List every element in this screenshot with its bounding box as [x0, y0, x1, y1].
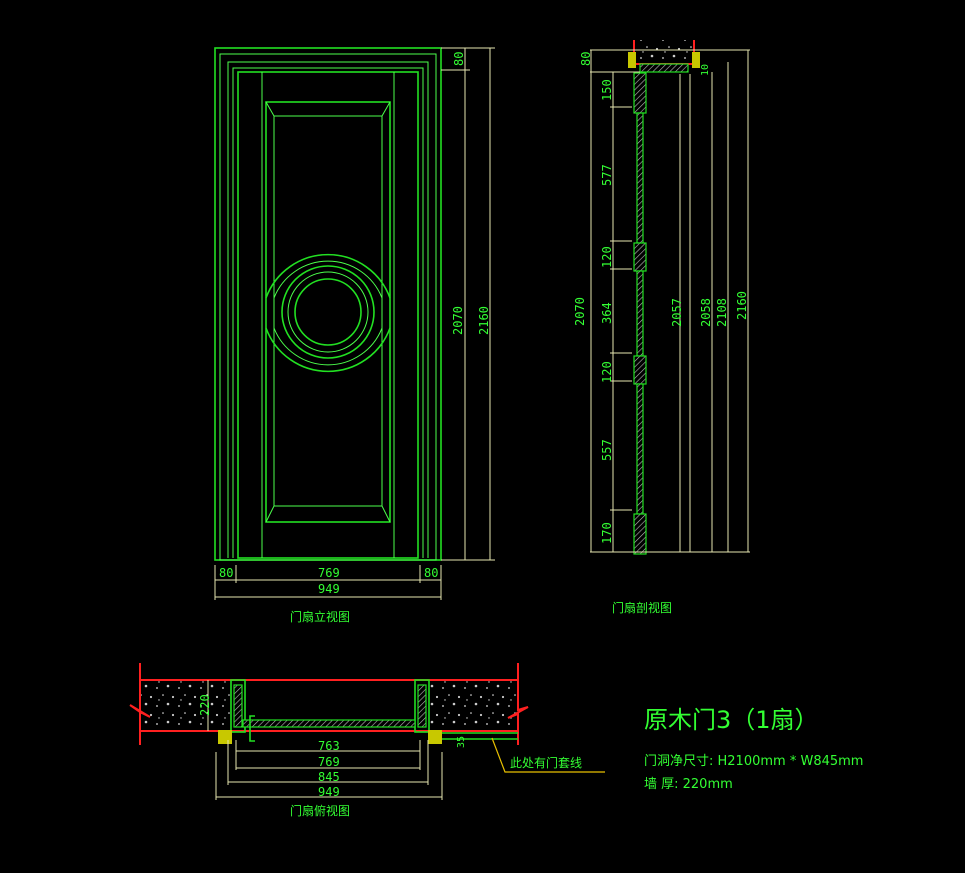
sec-dim-seg5: 120 [600, 361, 614, 383]
sec-dim-2108: 2108 [715, 298, 729, 327]
door-plan: 35 220 763 769 845 949 此处有门套线 门扇俯视图 [129, 663, 605, 818]
plan-dim-845: 845 [318, 770, 340, 784]
dim-top-frame: 80 [452, 52, 466, 66]
door-panel [265, 101, 391, 523]
opening-size: 门洞净尺寸: H2100mm * W845mm [644, 754, 863, 769]
sec-dim-seg7: 170 [600, 522, 614, 544]
sec-dim-seg1: 150 [600, 79, 614, 101]
dim-leaf-height: 2070 [451, 306, 465, 335]
sec-dim-leaf: 2070 [573, 297, 587, 326]
title-block: 原木门3（1扇） 门洞净尺寸: H2100mm * W845mm 墙 厚: 22… [644, 706, 863, 792]
sec-dim-2057: 2057 [670, 298, 684, 327]
plan-note: 此处有门套线 [510, 755, 582, 770]
dim-total-height: 2160 [477, 306, 491, 335]
sec-dim-seg2: 577 [600, 164, 614, 186]
plan-dim-763: 763 [318, 739, 340, 753]
plan-trim-dim: 35 [456, 736, 467, 748]
door-name: 原木门3（1扇） [644, 706, 819, 734]
section-title: 门扇剖视图 [612, 600, 672, 615]
plan-wall-dim: 220 [198, 694, 212, 716]
dim-total-width: 949 [318, 582, 340, 596]
plan-title: 门扇俯视图 [290, 803, 350, 818]
elevation-title: 门扇立视图 [290, 609, 350, 624]
dim-right-frame: 80 [424, 566, 438, 580]
plan-dim-949: 949 [318, 785, 340, 799]
sec-dim-top-frame: 80 [579, 52, 593, 66]
wall-thickness: 墙 厚: 220mm [644, 777, 733, 792]
frame-outer [214, 47, 442, 561]
dim-leaf-width: 769 [318, 566, 340, 580]
sec-dim-seg3: 120 [600, 246, 614, 268]
sec-dim-seg6: 557 [600, 439, 614, 461]
sec-dim-gap: 10 [700, 64, 711, 76]
door-section: 80 10 150 577 120 364 120 557 170 2070 2… [573, 40, 750, 615]
dim-left-frame: 80 [219, 566, 233, 580]
sec-dim-total: 2160 [735, 291, 749, 320]
sec-dim-seg4: 364 [600, 302, 614, 324]
sec-dim-2058: 2058 [699, 298, 713, 327]
door-elevation: 80 2070 2160 80 769 80 949 门扇立视图 [214, 47, 495, 624]
circle-panel [281, 265, 375, 359]
door-leaf [237, 71, 419, 559]
plan-dim-769: 769 [318, 755, 340, 769]
